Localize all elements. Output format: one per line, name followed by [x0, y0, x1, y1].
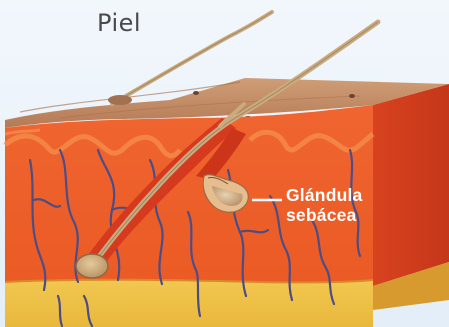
- diagram-title: Piel: [97, 9, 141, 37]
- block-side-face: [373, 84, 449, 286]
- gland-label-line2: sebácea: [286, 205, 362, 225]
- hair-bulb: [76, 254, 108, 278]
- gland-label-line1: Glándula: [286, 185, 362, 205]
- hair-root-short: [108, 95, 132, 105]
- sebaceous-gland-label: Glándula sebácea: [286, 185, 362, 225]
